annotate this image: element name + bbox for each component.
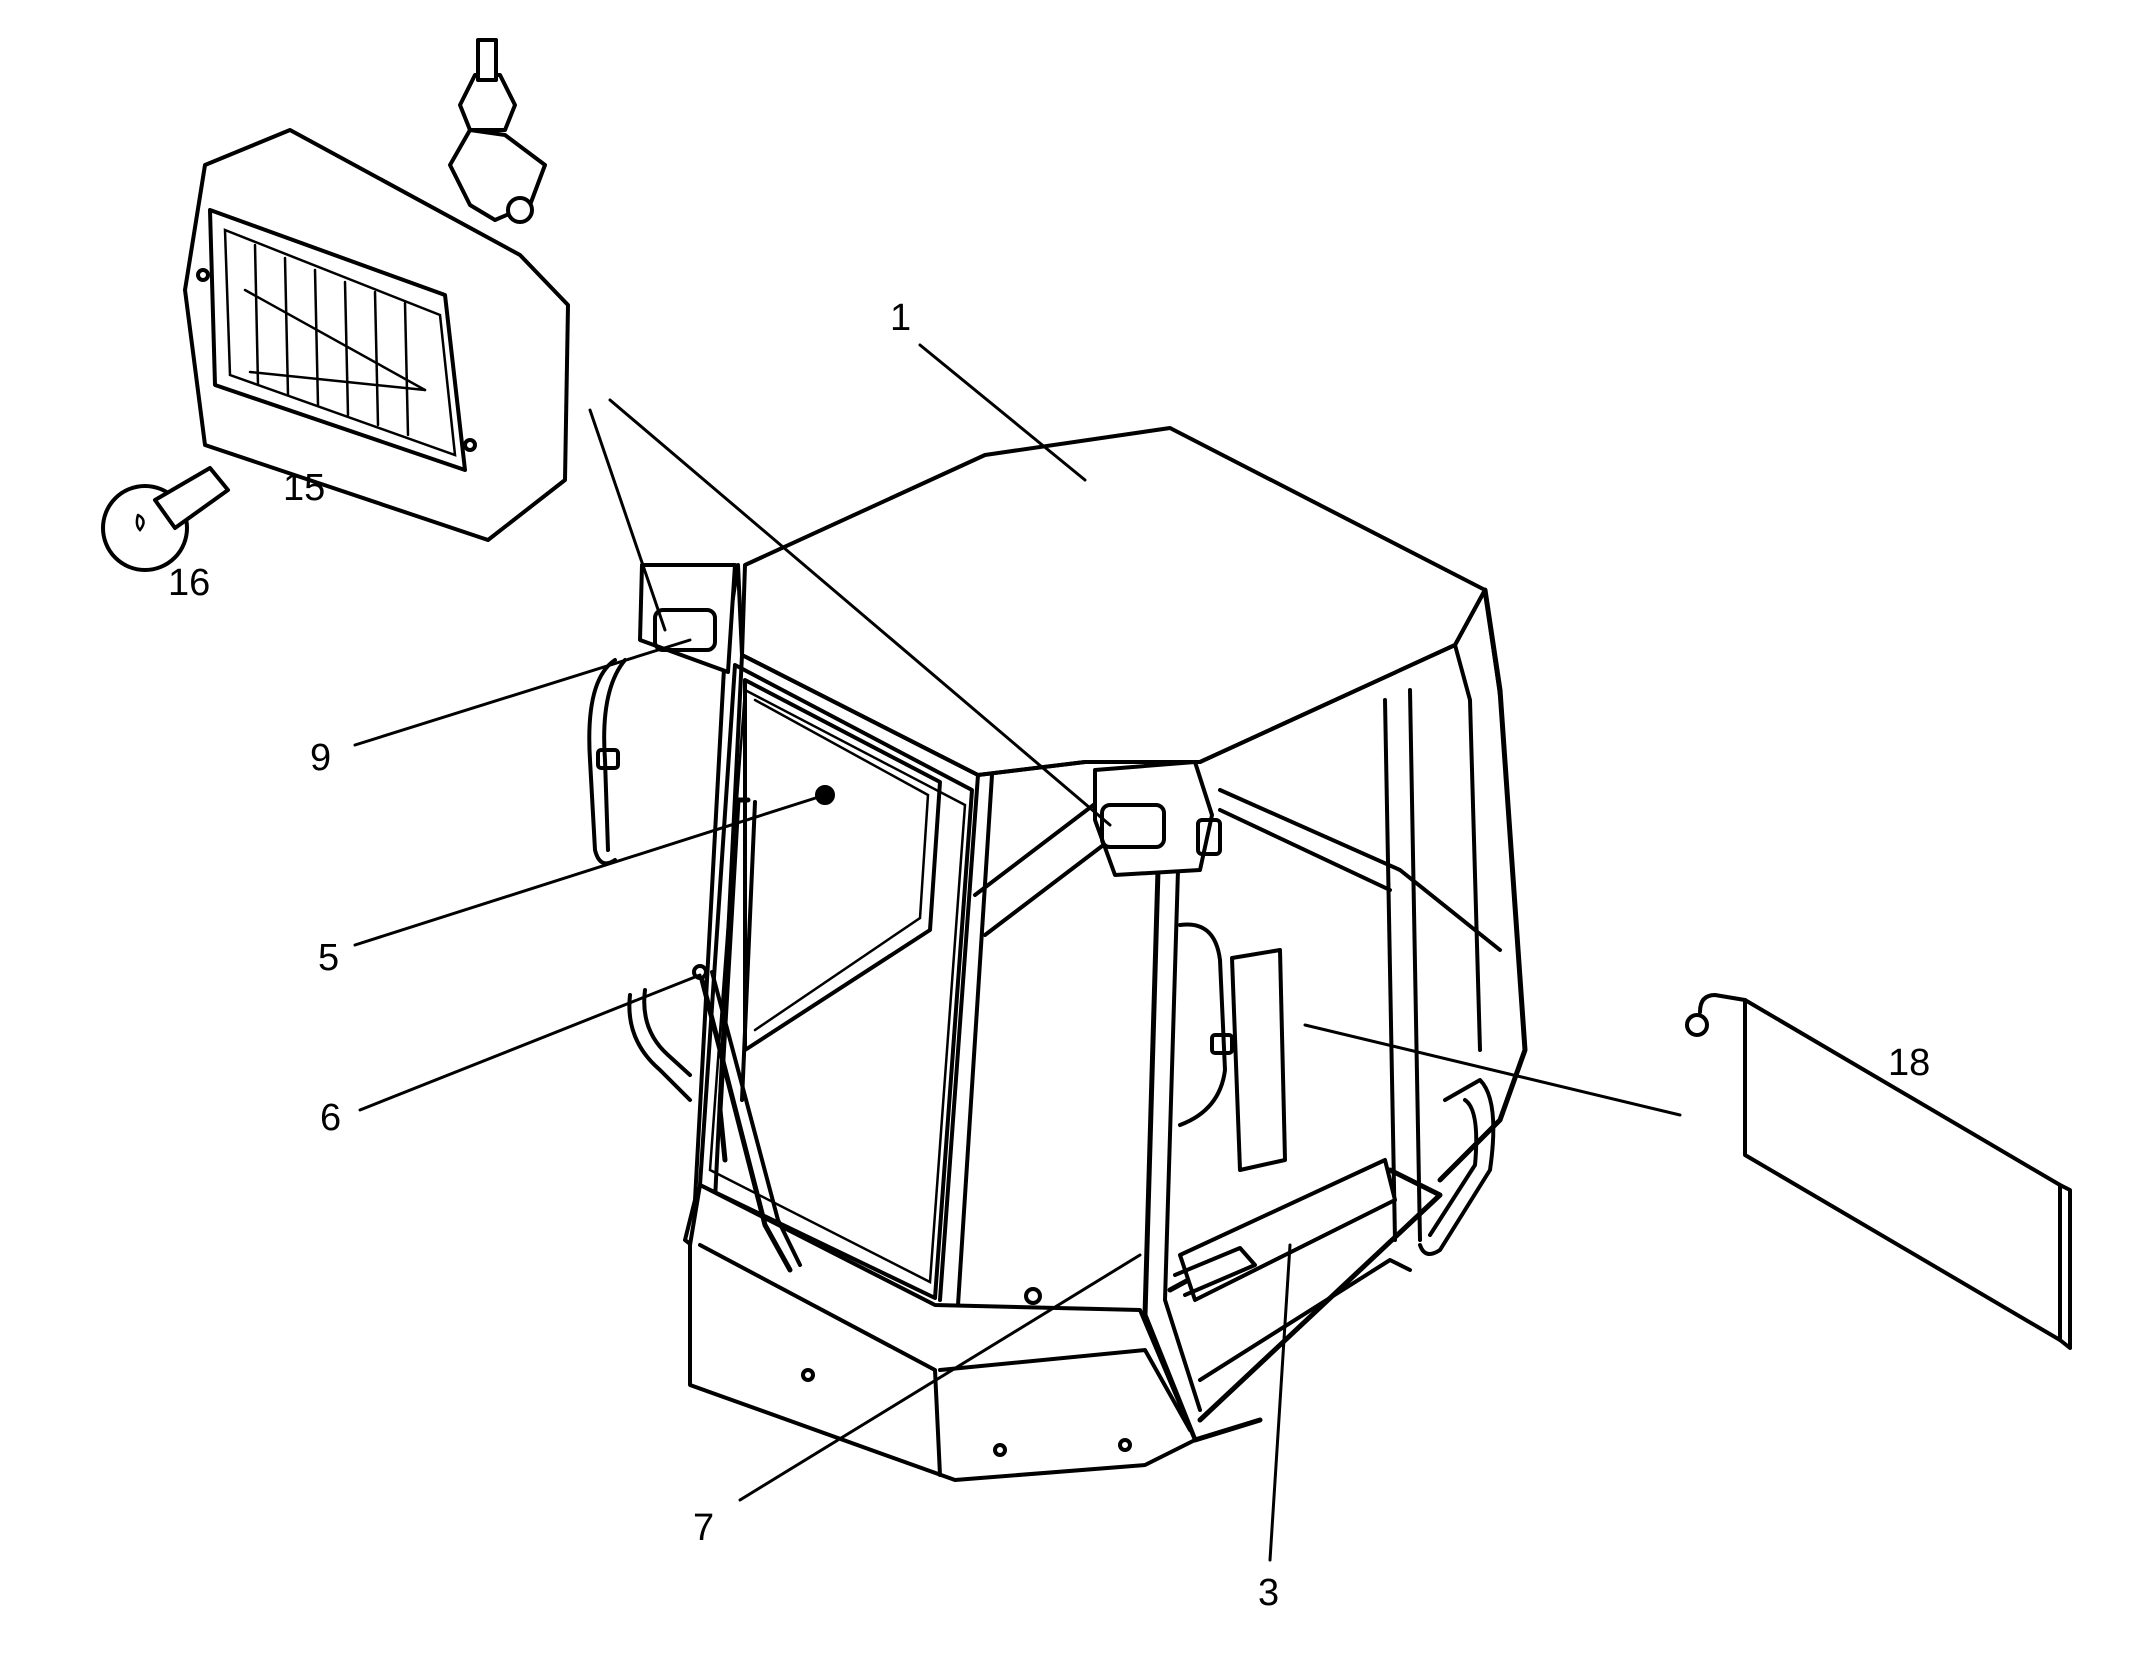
callout-9: 9 <box>310 737 331 779</box>
lamp-mount-left-body <box>638 563 737 674</box>
leader-6 <box>358 973 702 1112</box>
callout-7: 7 <box>693 1507 714 1549</box>
left-side-window <box>743 678 942 1052</box>
bolt-hole <box>801 1368 815 1382</box>
lamp-mount-left-lens <box>653 608 717 652</box>
left-side-window-inner <box>753 698 930 1032</box>
cab-roof-front-edge <box>740 643 1457 777</box>
wiper-blade <box>717 797 751 1163</box>
left-handle-outer <box>587 658 617 866</box>
side-mirror-arm <box>1178 922 1227 1127</box>
wiper-blade-2 <box>740 800 757 1102</box>
left-handle-latch <box>596 748 620 770</box>
leader-18 <box>1303 1023 1682 1117</box>
panel-18-edge <box>2058 1183 2072 1350</box>
lamp-mount-left <box>638 563 737 674</box>
lamp-mount-center-knob <box>1196 818 1222 856</box>
lower-body-crease-2 <box>938 1348 1192 1432</box>
panel-18 <box>1685 993 2072 1350</box>
right-grab-handle <box>1418 1078 1496 1256</box>
cab-body <box>683 426 1528 1482</box>
work-lamp-lens-grid <box>243 243 427 437</box>
wiper-arm <box>697 969 793 1273</box>
callout-3: 3 <box>1258 1572 1279 1614</box>
left-handle-inner <box>602 658 627 852</box>
callout-16: 16 <box>168 562 210 604</box>
cab-lower-body <box>688 1183 1197 1482</box>
cross-member-handle <box>1173 1246 1257 1297</box>
left-grab-handle <box>587 658 692 1102</box>
leader-9 <box>353 638 692 747</box>
work-lamp-thread <box>476 38 498 82</box>
work-lamp-bolt <box>506 196 534 224</box>
bolt-hole <box>1024 1287 1042 1305</box>
leader-lines <box>353 343 1682 1562</box>
side-mirror <box>1178 922 1287 1172</box>
leader-5-dot <box>815 785 835 805</box>
rear-frame-vertical <box>1383 698 1397 1242</box>
cross-member <box>1173 1158 1397 1302</box>
callout-6: 6 <box>320 1097 341 1139</box>
wiper <box>692 797 802 1273</box>
cab-center-pillar-right <box>956 773 994 1307</box>
work-lamp-lens-frame <box>208 208 467 472</box>
lamp-mount-center <box>1093 760 1222 877</box>
left-handle-rail <box>627 993 692 1102</box>
right-handle-rail <box>1418 1078 1496 1256</box>
leader-7 <box>738 1253 1142 1502</box>
cross-member-bar <box>1178 1158 1397 1302</box>
interior-back-rail-2 <box>1218 808 1392 892</box>
bolt-hole <box>1118 1438 1132 1452</box>
leader-15-b <box>608 398 1112 827</box>
lamp-mount-center-lens <box>1100 803 1166 849</box>
bulb <box>101 466 230 572</box>
work-lamp-stud <box>458 73 517 132</box>
bulb-filament <box>135 513 145 532</box>
right-handle-rail-inner <box>1428 1098 1479 1237</box>
rear-pillar-right <box>1437 587 1528 1183</box>
bulb-base <box>153 466 230 530</box>
interior-back-rail <box>1218 788 1502 952</box>
rear-pillar-inner <box>1453 643 1482 1052</box>
callout-labels: 1 3 5 6 7 9 15 16 18 <box>168 297 1930 1614</box>
work-lamp-hole <box>463 438 477 452</box>
rear-frame-vertical-2 <box>1408 688 1422 1242</box>
wiper-arm-2 <box>710 970 802 1267</box>
leader-3 <box>1268 1243 1292 1562</box>
callout-18: 18 <box>1888 1042 1930 1084</box>
cab-roof <box>740 426 1487 777</box>
panel-18-hook <box>1698 993 1747 1014</box>
lamp-mount-center-body <box>1093 760 1214 877</box>
cab-center-pillar-left <box>938 773 980 1302</box>
work-lamp-lens <box>223 228 457 457</box>
panel-18-ring <box>1685 1013 1709 1037</box>
callout-5: 5 <box>318 937 339 979</box>
window-brace <box>973 798 1112 937</box>
leader-1 <box>918 343 1087 482</box>
lower-body-crease <box>698 1243 942 1477</box>
side-mirror-body <box>1230 948 1287 1172</box>
leader-5 <box>353 793 827 947</box>
work-lamp <box>183 38 570 542</box>
bolt-hole <box>993 1443 1007 1457</box>
callout-15: 15 <box>283 467 325 509</box>
lower-rear-frame-2 <box>1198 1258 1412 1382</box>
leader-15-a <box>588 408 667 632</box>
work-lamp-hole <box>196 268 210 282</box>
door-frame-inner <box>1163 868 1202 1412</box>
callout-1: 1 <box>890 297 911 339</box>
side-mirror-clamp <box>1210 1033 1234 1055</box>
